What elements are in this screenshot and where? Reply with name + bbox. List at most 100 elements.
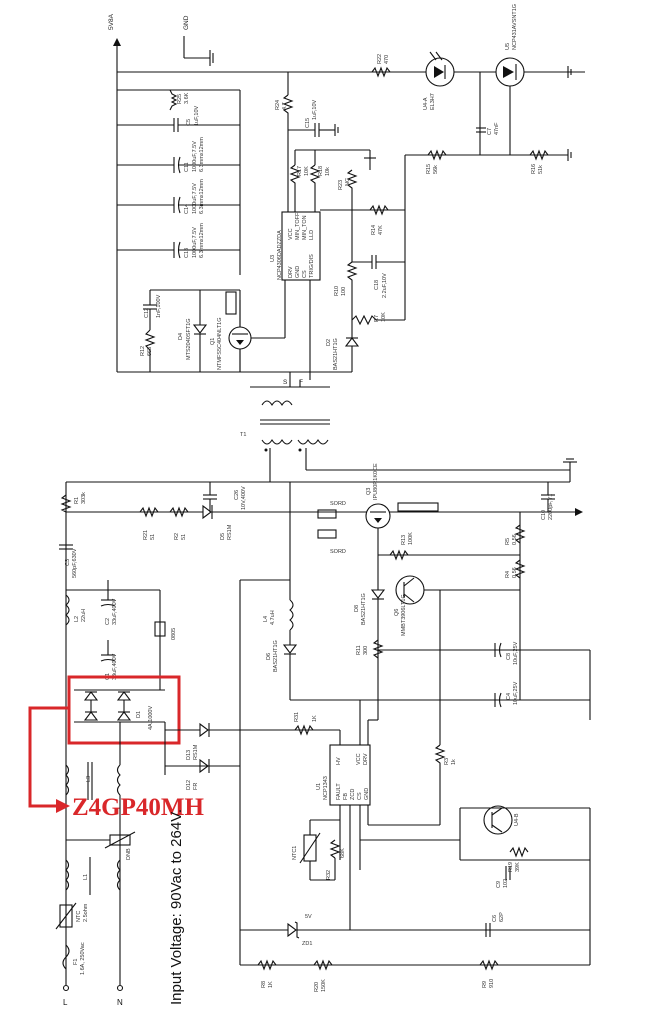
svg-text:R2: R2 <box>174 533 180 540</box>
svg-text:FR: FR <box>193 783 199 790</box>
svg-text:22uH: 22uH <box>81 609 87 622</box>
resistor-r12: R12 665 <box>140 329 156 372</box>
svg-text:NC: NC <box>345 178 351 186</box>
svg-text:C18: C18 <box>374 280 380 290</box>
svg-text:C10: C10 <box>541 510 547 520</box>
svg-text:R10: R10 <box>334 286 340 296</box>
svg-text:R12: R12 <box>140 346 146 356</box>
svg-text:ZCD: ZCD <box>350 789 356 800</box>
svg-text:D5: D5 <box>220 533 226 540</box>
svg-text:F1: F1 <box>73 959 79 965</box>
ground-rail: GND <box>183 15 214 66</box>
capacitor-c9: C9 102 <box>496 866 511 888</box>
resistor-r18: R18 10k <box>309 150 331 212</box>
svg-text:R31: R31 <box>294 712 300 722</box>
resistor-r13: R13 100K <box>389 532 414 561</box>
capacitor-c8: C8 10uF,25V <box>494 641 519 665</box>
svg-text:C11: C11 <box>184 162 190 172</box>
svg-text:VCC: VCC <box>288 228 294 240</box>
capacitor-c12: C12 1nF,100V <box>143 290 162 330</box>
resistor-r24: R24 4.7 <box>275 72 294 130</box>
capacitor-c11: C11 1000uF,7.5V 6.3mmx12mm <box>117 137 240 174</box>
svg-text:DRV: DRV <box>288 266 294 278</box>
svg-text:T1: T1 <box>240 432 246 438</box>
svg-text:10K: 10K <box>381 312 387 322</box>
svg-text:U3: U3 <box>270 255 276 262</box>
svg-text:R9: R9 <box>482 981 488 988</box>
svg-text:FAULT: FAULT <box>336 783 342 800</box>
capacitor-c18: C18 2.2uF,10V <box>352 255 405 298</box>
svg-text:VCC: VCC <box>356 753 362 765</box>
ic-u1: U1 NCP1343 HV VCC DRV FAULT FB ZCD CS GN… <box>316 744 371 806</box>
svg-text:MIN_TOFF: MIN_TOFF <box>295 212 301 240</box>
svg-text:L3: L3 <box>86 776 92 782</box>
svg-text:L4: L4 <box>263 616 269 622</box>
svg-text:R4: R4 <box>505 571 511 578</box>
svg-text:CS: CS <box>357 792 363 800</box>
resistor-r32: R32 68K <box>326 839 346 880</box>
highlight-box <box>67 675 181 745</box>
diode-d13: D13 RS1M <box>186 722 210 760</box>
svg-text:5V: 5V <box>305 914 312 920</box>
svg-text:56k: 56k <box>433 165 439 174</box>
svg-text:1uF,10V: 1uF,10V <box>312 99 318 120</box>
capacitor-c15: C15 1uF,10V <box>288 99 339 137</box>
svg-text:6.3mmx12mm: 6.3mmx12mm <box>199 137 205 172</box>
diode-d5: D5 RS1M <box>202 504 233 540</box>
svg-text:GND: GND <box>364 788 370 800</box>
terminal-neutral: N <box>116 984 124 1007</box>
resistor-r2: R2 51 <box>169 506 189 540</box>
svg-text:SORD: SORD <box>330 549 346 555</box>
input-voltage-note: Input Voltage: 90Vac to 264V. <box>168 809 185 1005</box>
svg-text:51k: 51k <box>538 165 544 174</box>
bridge-rectifier-d1: D1 4A,1000V <box>74 689 165 730</box>
svg-text:D2: D2 <box>326 339 332 346</box>
svg-text:C15: C15 <box>305 118 311 128</box>
resistor-r3: R3 1k <box>434 590 457 825</box>
svg-text:L1: L1 <box>83 874 89 880</box>
highlight-part-number: Z4GP40MH <box>72 794 204 821</box>
diode-d6: D6 BAS21HT1G <box>266 630 298 700</box>
thermistor-ntc: NTC 2.5ohm <box>55 902 89 930</box>
resistor-r20: R20 150K <box>313 959 333 992</box>
svg-text:47K: 47K <box>378 225 384 235</box>
svg-text:NTC1: NTC1 <box>292 846 298 860</box>
svg-text:4A,1000V: 4A,1000V <box>148 706 154 730</box>
resistor-r9: R9 910 <box>479 959 499 988</box>
resistor-r31: R31 1K <box>294 712 318 736</box>
inductor-l2: L2 22uH <box>65 594 87 626</box>
svg-text:39K: 39K <box>515 862 521 872</box>
resistor-r14: R14 47K <box>369 204 405 235</box>
svg-text:U1: U1 <box>316 783 322 790</box>
svg-text:0805: 0805 <box>171 628 177 640</box>
svg-text:R8: R8 <box>261 981 267 988</box>
svg-text:C26: C26 <box>234 490 240 500</box>
svg-text:NCP4306DADZZDA: NCP4306DADZZDA <box>277 230 283 280</box>
svg-text:RS1M: RS1M <box>227 524 233 540</box>
resistor-r25: R25 3.6K <box>169 89 190 111</box>
svg-text:NCP431AVSNT1G: NCP431AVSNT1G <box>512 4 518 50</box>
diode-d8: D8 BAS21HT1G <box>354 589 386 625</box>
capacitor-c13: C13 1000uF,7.5V 6.3mmx12mm <box>117 223 240 259</box>
sord-network: SORD SORD <box>317 501 346 555</box>
svg-text:U4-A: U4-A <box>423 97 429 110</box>
svg-text:NTC: NTC <box>76 911 82 922</box>
capacitor-c2: C2 33uF,400V <box>100 580 118 625</box>
resistor-r22: R22 470 <box>371 54 391 78</box>
svg-text:C3: C3 <box>65 559 71 566</box>
svg-text:100K: 100K <box>408 532 414 545</box>
pin-s-label: S <box>283 379 288 386</box>
svg-text:C12: C12 <box>144 308 150 318</box>
svg-text:RS1M: RS1M <box>193 744 199 760</box>
svg-text:R5: R5 <box>505 538 511 545</box>
resistor-r10: R10 100 <box>334 261 358 320</box>
fuse-f1: F1 1.6A, 250Vac <box>62 942 86 975</box>
arrow-head-icon <box>56 799 70 813</box>
svg-text:ZD1: ZD1 <box>302 941 312 947</box>
terminal-line: L <box>62 984 70 1007</box>
svg-text:Q1: Q1 <box>210 338 216 345</box>
svg-text:NTMFS5C404NLT1G: NTMFS5C404NLT1G <box>217 318 223 370</box>
svg-text:D13: D13 <box>186 750 192 760</box>
svg-text:1k: 1k <box>451 759 457 765</box>
svg-text:DNB: DNB <box>126 848 132 860</box>
